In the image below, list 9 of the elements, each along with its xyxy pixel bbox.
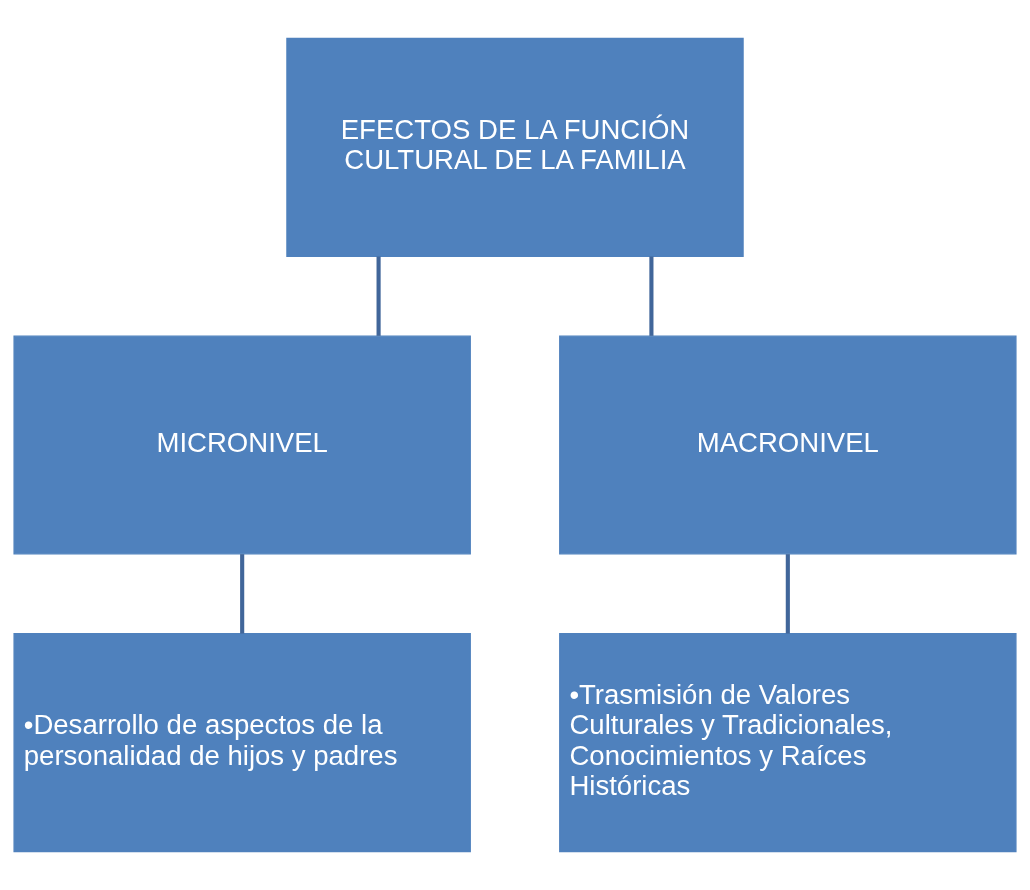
node-box: MACRONIVEL	[559, 335, 1017, 555]
node-box: •Desarrollo de aspectos de la personalidad de hijos y padres	[13, 633, 471, 853]
node-box: MICRONIVEL	[13, 335, 471, 555]
connector	[376, 256, 381, 336]
node-box: EFECTOS DE LA FUNCIÓN CULTURAL DE LA FAMILIA	[286, 37, 744, 257]
connector	[649, 256, 654, 336]
connector	[785, 554, 790, 634]
connector	[240, 554, 245, 634]
node-box: •Trasmisión de Valores Culturales y Tradicionales, Conocimientos y Raíces Históricas	[559, 633, 1017, 853]
